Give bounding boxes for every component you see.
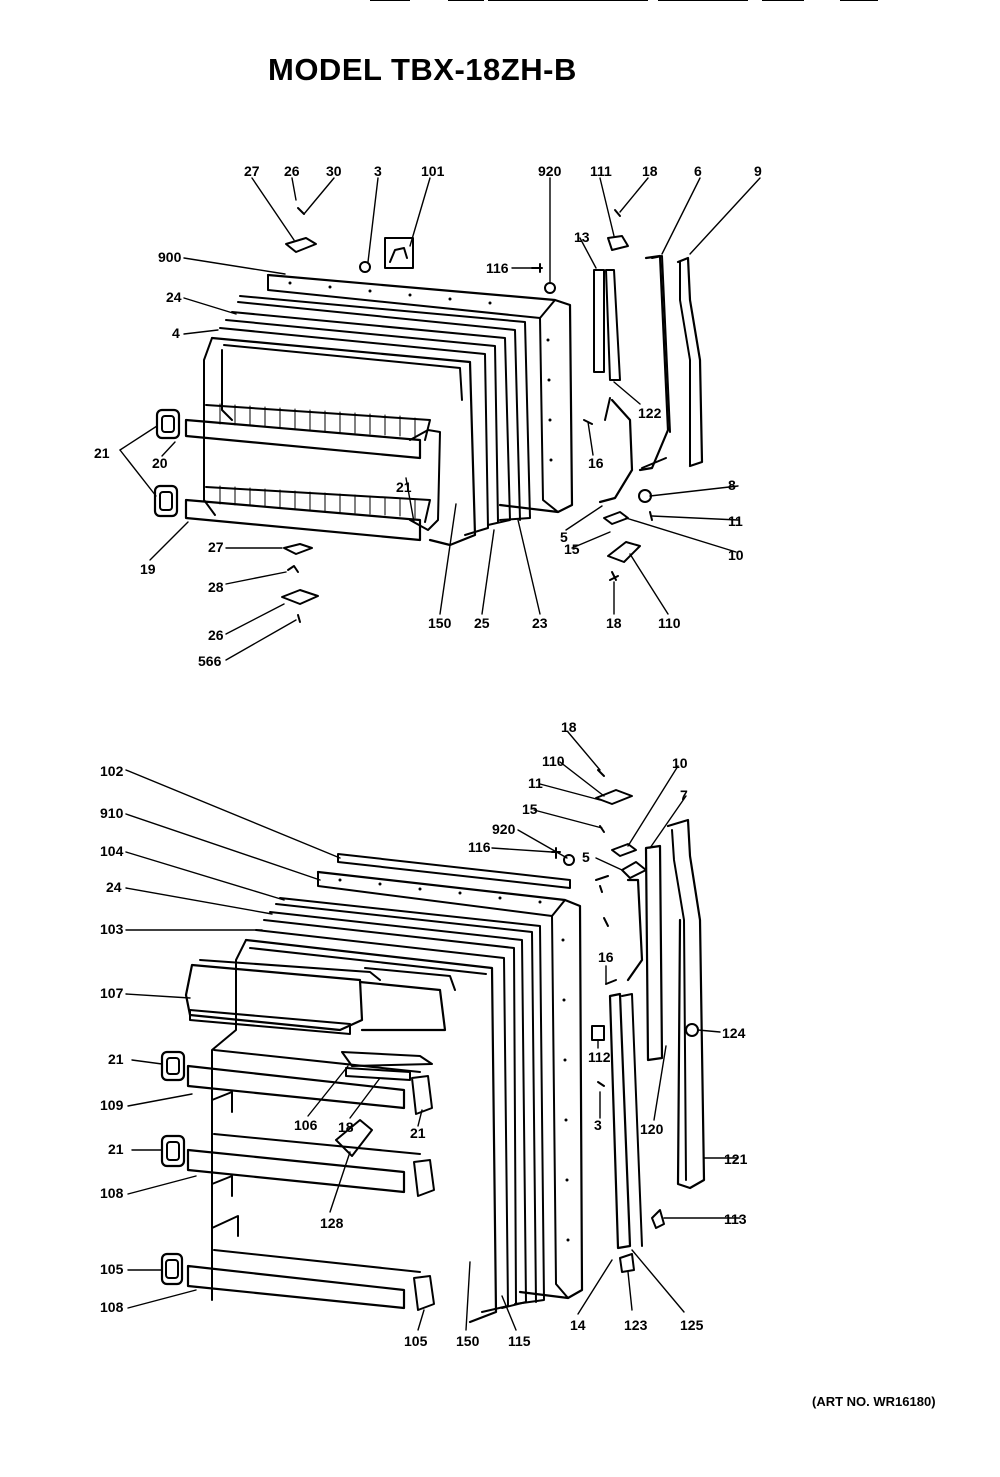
callout: 109 (100, 1097, 124, 1113)
callout: 116 (486, 260, 509, 276)
callout: 3 (374, 163, 382, 179)
callout: 21 (396, 479, 412, 495)
callout: 102 (100, 763, 124, 779)
fresh-food-leader-lines (125, 731, 741, 1331)
callout: 21 (94, 445, 110, 461)
callout: 28 (208, 579, 224, 595)
callout: 900 (158, 249, 182, 265)
callout: 112 (588, 1049, 611, 1065)
callout: 3 (594, 1117, 602, 1133)
callout: 123 (624, 1317, 648, 1333)
callout: 27 (208, 539, 224, 555)
callout: 103 (100, 921, 124, 937)
model-title: MODEL TBX-18ZH-B (268, 52, 577, 87)
callout: 113 (724, 1211, 747, 1227)
callout: 26 (284, 163, 300, 179)
callout: 150 (428, 615, 452, 631)
callout: 19 (140, 561, 156, 577)
callout: 18 (642, 163, 658, 179)
callout: 27 (244, 163, 260, 179)
callout: 18 (606, 615, 622, 631)
callout: 111 (590, 163, 612, 179)
callout: 105 (100, 1261, 124, 1277)
callout: 7 (680, 787, 688, 803)
freezer-door-assembly (153, 207, 704, 623)
callout: 105 (404, 1333, 428, 1349)
callout: 15 (522, 801, 538, 817)
callout: 16 (598, 949, 614, 965)
callout: 106 (294, 1117, 318, 1133)
callout: 104 (100, 843, 124, 859)
callout: 115 (508, 1333, 531, 1349)
callout: 8 (728, 477, 736, 493)
callout: 25 (474, 615, 490, 631)
art-number: (ART NO. WR16180) (812, 1394, 936, 1409)
callout: 121 (724, 1151, 748, 1167)
callout: 5 (560, 529, 568, 545)
callout: 24 (106, 879, 122, 895)
callout: 4 (172, 325, 180, 341)
top-header-fragment (370, 0, 930, 6)
callout: 10 (728, 547, 744, 563)
callout: 108 (100, 1185, 124, 1201)
callout: 110 (542, 753, 565, 769)
callout: 150 (456, 1333, 480, 1349)
callout: 120 (640, 1121, 664, 1137)
callout: 125 (680, 1317, 704, 1333)
callout: 23 (532, 615, 548, 631)
callout: 110 (658, 615, 681, 631)
callout: 5 (582, 849, 590, 865)
callout: 26 (208, 627, 224, 643)
callout: 21 (108, 1051, 124, 1067)
callout: 18 (338, 1119, 354, 1135)
top-header-marks (370, 0, 878, 1)
callout: 13 (574, 229, 590, 245)
freezer-callouts: 27 26 30 3 101 920 111 18 6 9 900 116 13… (94, 163, 762, 669)
callout: 566 (198, 653, 222, 669)
callout: 116 (468, 839, 491, 855)
callout: 15 (564, 541, 580, 557)
callout: 101 (421, 163, 445, 179)
callout: 14 (570, 1317, 586, 1333)
fresh-food-callouts: 18 110 10 11 15 7 920 102 116 5 910 104 … (100, 719, 748, 1349)
callout: 128 (320, 1215, 344, 1231)
callout: 11 (728, 513, 743, 529)
callout: 21 (410, 1125, 426, 1141)
callout: 920 (492, 821, 516, 837)
callout: 122 (638, 405, 662, 421)
callout: 20 (152, 455, 168, 471)
callout: 24 (166, 289, 182, 305)
callout: 18 (561, 719, 577, 735)
freezer-leader-lines (119, 177, 761, 661)
callout: 910 (100, 805, 124, 821)
callout: 30 (326, 163, 342, 179)
callout: 11 (528, 775, 543, 791)
callout: 6 (694, 163, 702, 179)
callout: 16 (588, 455, 604, 471)
callout: 10 (672, 755, 688, 771)
callout: 108 (100, 1299, 124, 1315)
callout: 21 (108, 1141, 124, 1157)
callout: 9 (754, 163, 762, 179)
callout: 920 (538, 163, 562, 179)
callout: 124 (722, 1025, 746, 1041)
fresh-food-door-assembly (160, 769, 706, 1324)
callout: 107 (100, 985, 124, 1001)
